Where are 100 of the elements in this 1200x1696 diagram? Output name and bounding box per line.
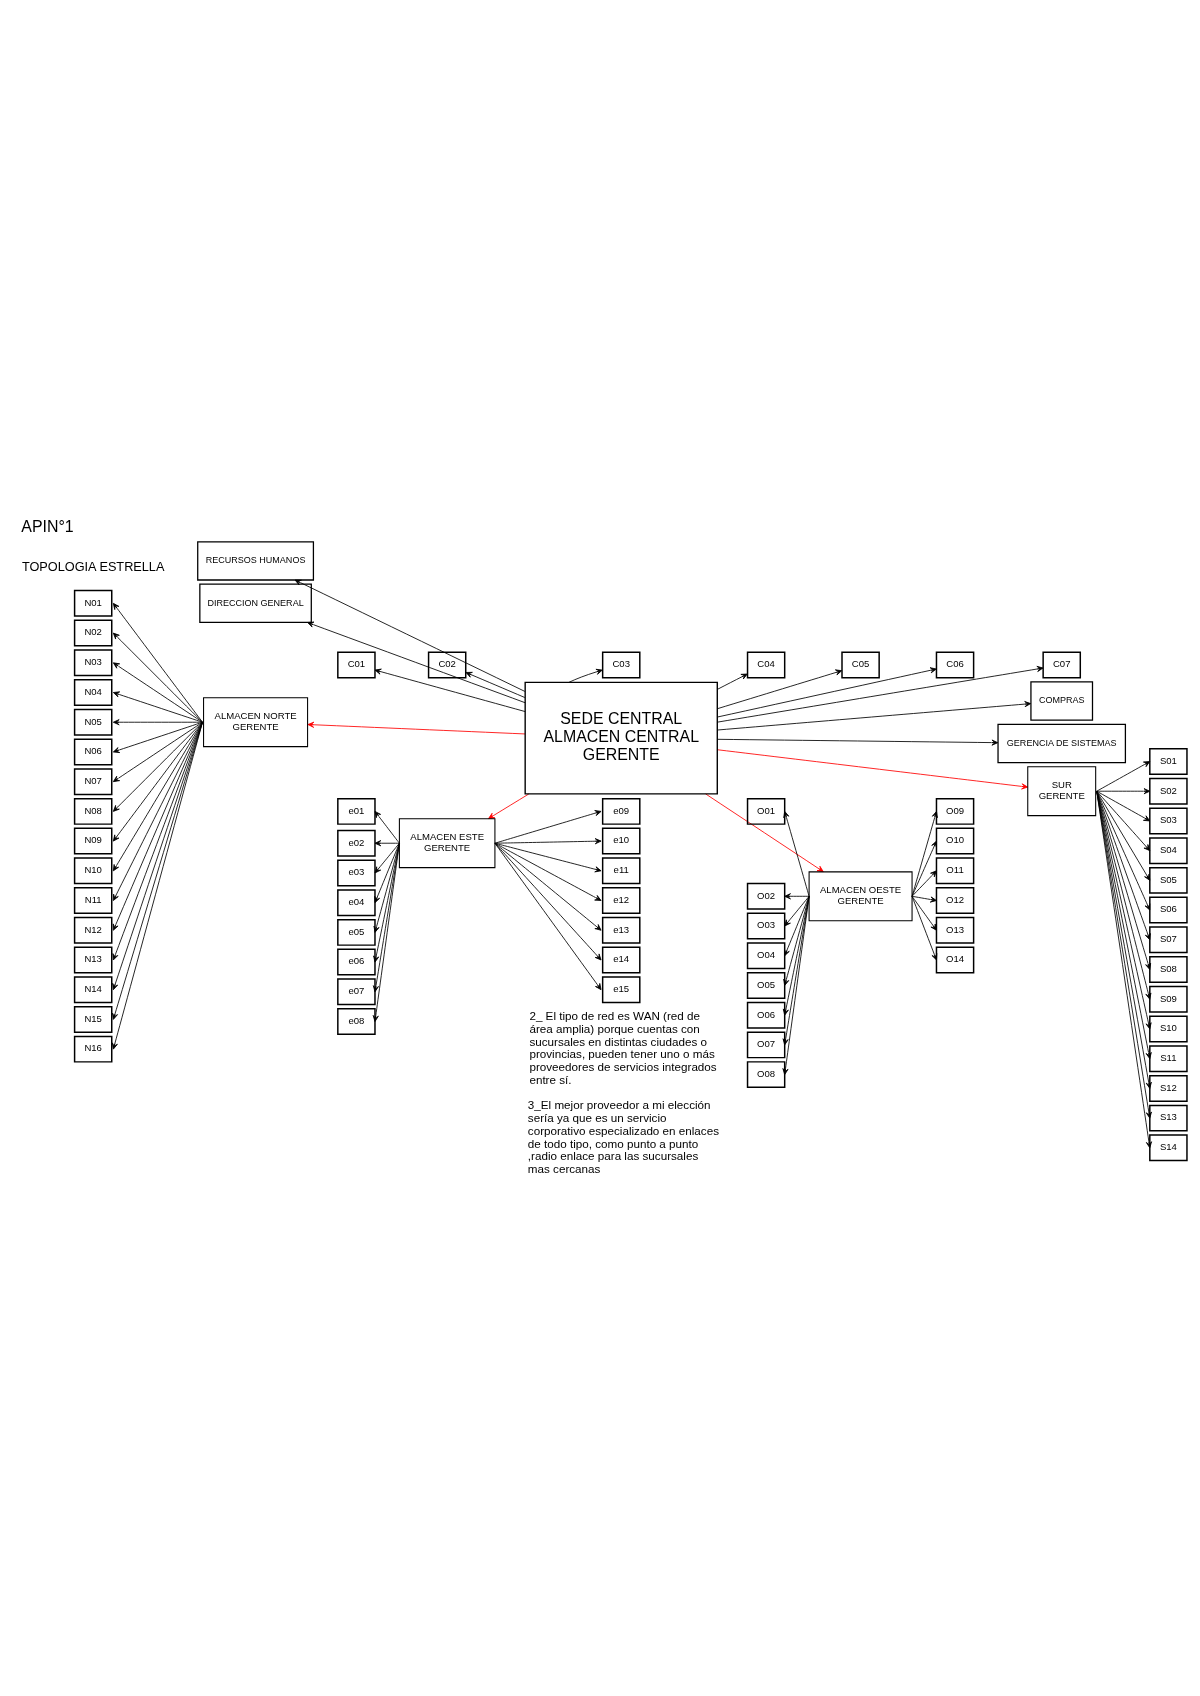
arrow (784, 895, 810, 927)
node-box: S11 (1149, 1045, 1188, 1073)
node-box: RECURSOS HUMANOS (197, 541, 315, 581)
node-box: e13 (601, 916, 641, 944)
node-box: ALMACEN NORTE GERENTE (203, 697, 309, 748)
node-box: C04 (746, 651, 786, 679)
node-box: S10 (1149, 1015, 1188, 1043)
node-box: e06 (337, 948, 376, 976)
node-box: e08 (337, 1008, 376, 1036)
arrow (716, 665, 1044, 723)
node-box: O11 (935, 857, 975, 885)
arrow (374, 668, 526, 712)
arrow (1096, 788, 1151, 795)
node-box: DIRECCION GENERAL (199, 583, 312, 624)
arrow (112, 691, 203, 723)
node-box: N14 (73, 976, 113, 1004)
node-box: SUR GERENTE (1027, 766, 1097, 817)
node-box: e02 (337, 829, 376, 857)
node-box: S04 (1149, 837, 1188, 865)
arrow (112, 721, 203, 812)
arrow (716, 749, 1029, 790)
arrow (494, 842, 602, 873)
arrow (716, 667, 937, 718)
node-box: O03 (746, 912, 786, 940)
node-box: e14 (601, 946, 641, 974)
arrow (112, 721, 203, 753)
node-box: S07 (1149, 926, 1188, 954)
label: 3_El mejor proveedor a mi elección sería ya que es un servicio corporativo especializado en enlaces de todo tipo, como punto a punto ,radio enlace para las sucursales mas cercanas (527, 1098, 719, 1176)
arrow (717, 669, 843, 710)
node-box: N11 (73, 887, 113, 915)
arrow (307, 721, 526, 735)
arrow (112, 721, 203, 872)
node-box: C02 (427, 651, 467, 679)
label: TOPOLOGIA ESTRELLA (21, 558, 165, 574)
node-box: e15 (601, 976, 641, 1004)
node-box: e04 (337, 889, 376, 917)
node-box: O10 (935, 827, 975, 855)
arrow (784, 893, 810, 900)
node-box: O13 (935, 916, 975, 944)
node-box: S01 (1149, 748, 1188, 775)
arrow (112, 632, 203, 723)
arrow (465, 671, 526, 698)
node-box: S13 (1149, 1104, 1188, 1132)
node-box: S03 (1149, 807, 1188, 835)
node-box: N09 (73, 827, 113, 855)
arrow (716, 738, 999, 746)
node-box: N04 (73, 679, 113, 706)
node-box: e03 (337, 859, 376, 887)
node-box: e05 (337, 918, 376, 946)
arrow (112, 721, 203, 842)
node-box: C03 (601, 651, 641, 679)
node-box: S08 (1149, 956, 1188, 983)
arrow (716, 701, 1032, 731)
node-box: N01 (73, 589, 113, 617)
arrow (494, 842, 602, 991)
node-box: O01 (746, 797, 786, 825)
arrow (1096, 790, 1151, 852)
node-box: N03 (73, 649, 113, 677)
node-box: e11 (601, 857, 641, 885)
node-box: N15 (73, 1005, 113, 1033)
arrow (112, 721, 203, 783)
arrow (494, 842, 602, 901)
arrow (494, 842, 602, 961)
node-box: O04 (746, 942, 786, 970)
node-box: C01 (337, 651, 376, 679)
arrow (494, 842, 602, 931)
arrow (911, 895, 937, 931)
node-box: O14 (935, 946, 975, 974)
node-box: N05 (73, 708, 113, 736)
arrow (911, 870, 937, 897)
node-box: N12 (73, 916, 113, 944)
node-box: N02 (73, 619, 113, 647)
node-box: S12 (1149, 1074, 1188, 1102)
node-box: S09 (1149, 985, 1188, 1013)
node-box: e07 (337, 978, 376, 1006)
node-box: S14 (1149, 1134, 1188, 1162)
node-box: SEDE CENTRAL ALMACEN CENTRAL GERENTE (524, 681, 718, 795)
arrow (374, 840, 400, 847)
node-box: O12 (935, 887, 975, 915)
arrow (1096, 761, 1151, 792)
node-box: e09 (601, 797, 641, 825)
node-box: N13 (73, 946, 113, 974)
arrow (911, 895, 937, 903)
node-box: N06 (73, 738, 113, 766)
node-box: O05 (746, 971, 786, 999)
node-box: e12 (601, 887, 641, 915)
node-box: C05 (841, 651, 880, 679)
node-box: C06 (935, 651, 975, 679)
node-box: S06 (1149, 896, 1188, 924)
node-box: e10 (601, 827, 641, 855)
arrow (112, 662, 203, 723)
node-box: ALMACEN ESTE GERENTE (398, 818, 496, 869)
node-box: N10 (73, 857, 113, 885)
node-box: O07 (746, 1031, 786, 1059)
node-box: N07 (73, 768, 113, 796)
node-box: N08 (73, 797, 113, 825)
arrow (1096, 790, 1151, 822)
arrow (494, 810, 602, 844)
node-box: COMPRAS (1030, 681, 1094, 721)
node-box: e01 (337, 797, 376, 825)
